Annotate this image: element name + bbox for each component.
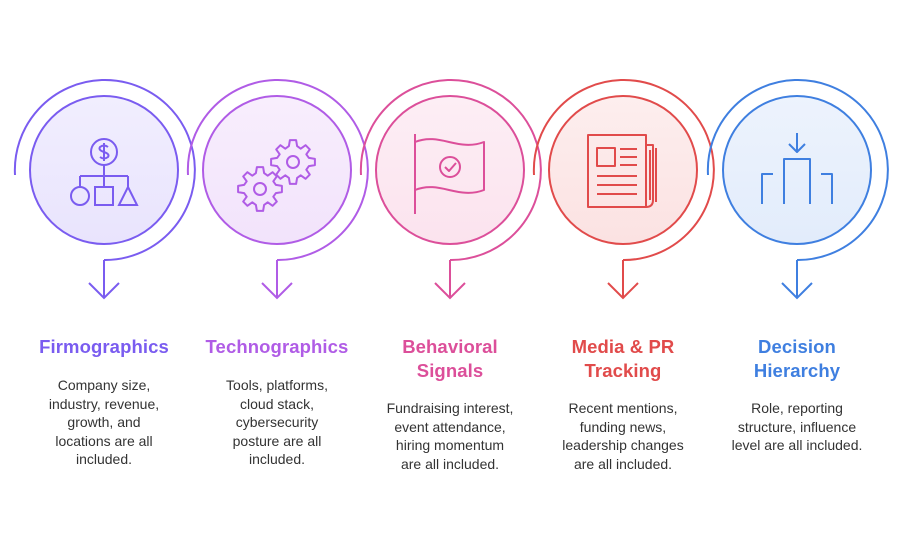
step-1-title: Firmographics	[24, 335, 184, 359]
step-4-desc-line-1: Recent mentions,	[568, 400, 678, 416]
step-5-desc-line-1: Role, reporting	[751, 400, 843, 416]
step-3-node	[359, 79, 542, 300]
step-2-title-line-1: Technographics	[205, 336, 349, 357]
step-3-title-line-2: Signals	[416, 360, 484, 381]
step-2-desc-line-2: cloud stack,	[240, 395, 314, 412]
step-5-circle	[722, 95, 872, 245]
step-4-connector-arc	[532, 79, 715, 262]
step-1-arrow-icon	[88, 282, 120, 300]
step-2-desc-line-1: Tools, platforms,	[226, 377, 328, 393]
step-2-connector-arc	[186, 79, 369, 262]
step-3-title-line-1: Behavioral	[402, 336, 498, 357]
flag-check-icon	[414, 134, 485, 214]
step-2-circle	[202, 95, 352, 245]
step-1-desc-line-5: included.	[75, 451, 133, 467]
step-4-desc-line-2: funding news,	[579, 418, 667, 435]
gears-icon	[237, 139, 316, 212]
step-5-node	[706, 79, 889, 300]
step-3-desc-line-3: hiring momentum	[395, 437, 505, 453]
step-1-desc-line-1: Company size,	[57, 377, 151, 393]
step-5-title: Decision Hierarchy	[717, 335, 877, 383]
step-2-title: Technographics	[197, 335, 357, 359]
step-2-text: Technographics Tools, platforms, cloud s…	[197, 335, 357, 469]
step-5-arrow-icon	[781, 282, 813, 300]
step-3-text: Behavioral Signals Fundraising interest,…	[370, 335, 530, 473]
step-2-desc-line-3: cybersecurity	[235, 414, 319, 430]
step-4-description: Recent mentions, funding news, leadershi…	[543, 399, 703, 473]
step-5-connector-arc	[706, 79, 889, 262]
step-1-text: Firmographics Company size, industry, re…	[24, 335, 184, 469]
step-3-connector-arc	[359, 79, 542, 262]
step-2-arrow-icon	[261, 282, 293, 300]
step-2-description: Tools, platforms, cloud stack, cybersecu…	[197, 376, 357, 469]
step-4-title-line-1: Media & PR	[571, 336, 675, 357]
step-3-desc-line-2: event attendance,	[394, 418, 506, 435]
step-2-desc-line-5: included.	[248, 451, 306, 467]
step-1-title-line-1: Firmographics	[39, 336, 169, 357]
step-2-node	[186, 79, 369, 300]
step-4-title-line-2: Tracking	[584, 360, 662, 381]
step-4-text: Media & PR Tracking Recent mentions, fun…	[543, 335, 703, 473]
step-4-title: Media & PR Tracking	[543, 335, 703, 383]
step-1-description: Company size, industry, revenue, growth,…	[24, 376, 184, 469]
step-5-description: Role, reporting structure, influence lev…	[717, 399, 877, 455]
step-3-desc-line-1: Fundraising interest,	[386, 400, 514, 416]
step-5-desc-line-2: structure, influence	[737, 418, 857, 435]
step-3-desc-line-4: are all included.	[400, 455, 500, 472]
step-1-connector-arc	[13, 79, 196, 262]
step-5-desc-line-3: level are all included.	[731, 437, 863, 453]
step-4-desc-line-4: are all included.	[573, 455, 673, 472]
step-2-desc-line-4: posture are all	[232, 432, 322, 449]
step-3-arrow-icon	[434, 282, 466, 300]
step-5-text: Decision Hierarchy Role, reporting struc…	[717, 335, 877, 455]
step-1-desc-line-2: industry, revenue,	[48, 395, 160, 412]
step-4-circle	[548, 95, 698, 245]
step-5-title-line-2: Hierarchy	[753, 360, 841, 381]
hierarchy-arrow-icon	[761, 133, 833, 204]
step-4-arrow-icon	[607, 282, 639, 300]
step-3-title: Behavioral Signals	[370, 335, 530, 383]
step-4-desc-line-3: leadership changes	[562, 437, 684, 453]
step-1-desc-line-3: growth, and	[67, 414, 141, 430]
step-4-node	[532, 79, 715, 300]
org-chart-dollar-icon	[70, 138, 139, 206]
step-1-node	[13, 79, 196, 300]
step-3-description: Fundraising interest, event attendance, …	[370, 399, 530, 473]
step-5-title-line-1: Decision	[758, 336, 836, 357]
step-1-desc-line-4: locations are all	[55, 432, 153, 449]
newspaper-icon	[587, 134, 657, 208]
